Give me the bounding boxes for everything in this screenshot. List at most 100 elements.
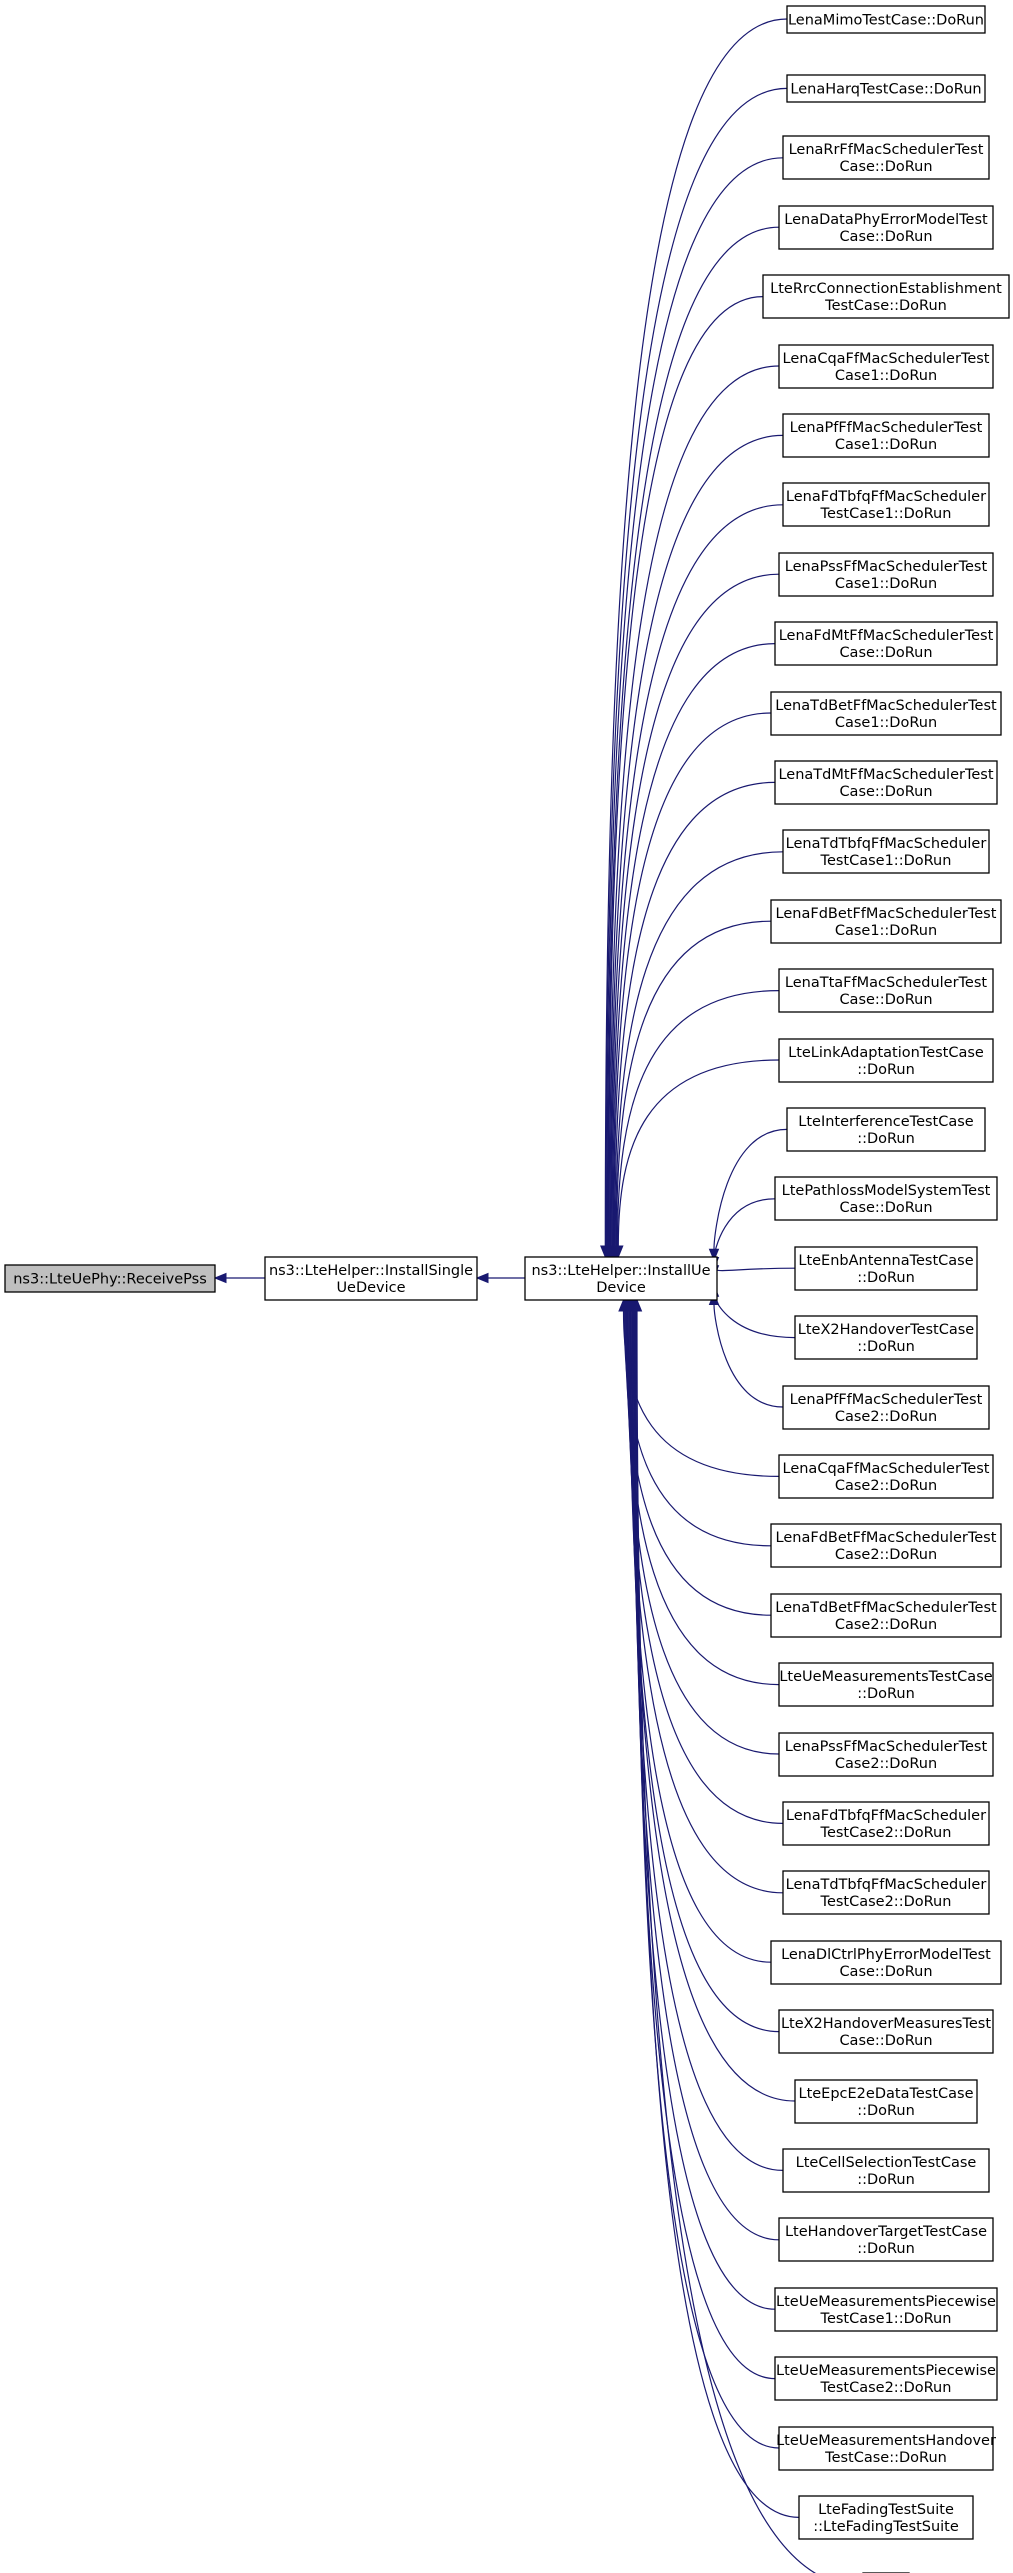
caller-node-25-box <box>778 1732 994 1777</box>
edge-caller-23 <box>624 1310 772 1616</box>
caller-node-20-label: Case2::DoRun <box>835 1409 937 1425</box>
caller-node-23-label: LenaTdBetFfMacSchedulerTest <box>775 1600 997 1616</box>
caller-node-4-label: LteRrcConnectionEstablishment <box>770 281 1002 297</box>
caller-node-19[interactable]: LteX2HandoverTestCase::DoRun <box>794 1315 978 1360</box>
caller-node-19-label: ::DoRun <box>857 1339 915 1355</box>
caller-node-33[interactable]: LteUeMeasurementsPiecewiseTestCase1::DoR… <box>774 2287 998 2332</box>
caller-node-31[interactable]: LteCellSelectionTestCase::DoRun <box>782 2148 990 2193</box>
caller-node-1[interactable]: LenaHarqTestCase::DoRun <box>786 74 986 103</box>
caller-node-31-box <box>782 2148 990 2193</box>
caller-node-19-box <box>794 1315 978 1360</box>
caller-node-25-label: Case2::DoRun <box>835 1756 937 1772</box>
caller-node-4[interactable]: LteRrcConnectionEstablishmentTestCase::D… <box>762 274 1010 319</box>
caller-node-6-box <box>782 413 990 458</box>
caller-node-28-box <box>770 1940 1002 1985</box>
edge-caller-2 <box>606 157 784 1247</box>
caller-node-7-box <box>782 482 990 527</box>
edge-caller-18 <box>713 1265 796 1272</box>
edge-caller-19 <box>713 1295 796 1339</box>
caller-node-7-label: TestCase1::DoRun <box>820 506 952 522</box>
caller-node-14-label: Case::DoRun <box>839 992 932 1008</box>
caller-node-22-box <box>770 1523 1002 1568</box>
edge-caller-21 <box>622 1310 780 1477</box>
caller-node-33-label: TestCase1::DoRun <box>820 2311 952 2327</box>
caller-node-36-label: LteFadingTestSuite <box>818 2502 954 2518</box>
caller-node-26-label: LenaFdTbfqFfMacScheduler <box>786 1808 986 1824</box>
node-receive-pss[interactable]: ns3::LteUePhy::ReceivePss <box>4 1264 216 1293</box>
edge-caller-5 <box>609 365 780 1247</box>
edge-caller-12 <box>615 851 784 1247</box>
caller-node-21-label: Case2::DoRun <box>835 1478 937 1494</box>
caller-node-31-label: LteCellSelectionTestCase <box>796 2155 977 2171</box>
caller-node-23-label: Case2::DoRun <box>835 1617 937 1633</box>
caller-node-24[interactable]: LteUeMeasurementsTestCase::DoRun <box>778 1662 994 1707</box>
caller-node-32-label: ::DoRun <box>857 2241 915 2257</box>
caller-node-2-label: Case::DoRun <box>839 159 932 175</box>
node-install-single-ue-device-box <box>264 1256 478 1301</box>
caller-node-1-label: LenaHarqTestCase::DoRun <box>790 82 981 98</box>
caller-node-24-label: LteUeMeasurementsTestCase <box>779 1669 992 1685</box>
caller-node-8-box <box>778 552 994 597</box>
caller-node-16-label: LteInterferenceTestCase <box>798 1114 974 1130</box>
caller-node-21-box <box>778 1454 994 1499</box>
edge-caller-15 <box>617 1059 780 1247</box>
caller-node-32-label: LteHandoverTargetTestCase <box>785 2224 987 2240</box>
caller-node-18[interactable]: LteEnbAntennaTestCase::DoRun <box>794 1246 978 1291</box>
caller-node-34-label: LteUeMeasurementsPiecewise <box>776 2363 996 2379</box>
caller-node-10-label: Case1::DoRun <box>835 715 937 731</box>
caller-node-0[interactable]: LenaMimoTestCase::DoRun <box>786 5 986 34</box>
caller-node-5-label: LenaCqaFfMacSchedulerTest <box>783 351 990 367</box>
edge-caller-3 <box>607 226 780 1247</box>
caller-node-36[interactable]: LteFadingTestSuite::LteFadingTestSuite <box>798 2495 974 2540</box>
caller-node-27-label: TestCase2::DoRun <box>820 1894 952 1910</box>
arrowhead-caller-15 <box>613 1245 624 1259</box>
caller-node-30[interactable]: LteEpcE2eDataTestCase::DoRun <box>794 2079 978 2124</box>
caller-node-9-label: Case::DoRun <box>839 645 932 661</box>
caller-node-16[interactable]: LteInterferenceTestCase::DoRun <box>786 1107 986 1152</box>
edge-caller-29 <box>629 1310 780 2033</box>
caller-node-15[interactable]: LteLinkAdaptationTestCase::DoRun <box>778 1038 994 1083</box>
caller-node-36-label: ::LteFadingTestSuite <box>813 2519 959 2535</box>
caller-node-3-box <box>778 205 994 250</box>
caller-node-28-label: LenaDlCtrlPhyErrorModelTest <box>781 1947 991 1963</box>
caller-node-24-box <box>778 1662 994 1707</box>
edge-caller-28 <box>629 1310 772 1963</box>
caller-node-29-box <box>778 2009 994 2054</box>
caller-node-32[interactable]: LteHandoverTargetTestCase::DoRun <box>778 2217 994 2262</box>
caller-node-34[interactable]: LteUeMeasurementsPiecewiseTestCase2::DoR… <box>774 2356 998 2401</box>
caller-node-22-label: LenaFdBetFfMacSchedulerTest <box>776 1530 997 1546</box>
caller-node-15-label: ::DoRun <box>857 1062 915 1078</box>
caller-node-30-label: ::DoRun <box>857 2103 915 2119</box>
caller-node-11-label: LenaTdMtFfMacSchedulerTest <box>778 767 993 783</box>
caller-node-2-box <box>782 135 990 180</box>
edge-caller-11 <box>614 781 776 1247</box>
caller-node-4-label: TestCase::DoRun <box>824 298 947 314</box>
node-install-ue-device-label: Device <box>596 1280 646 1296</box>
edge-caller-10 <box>613 712 772 1247</box>
